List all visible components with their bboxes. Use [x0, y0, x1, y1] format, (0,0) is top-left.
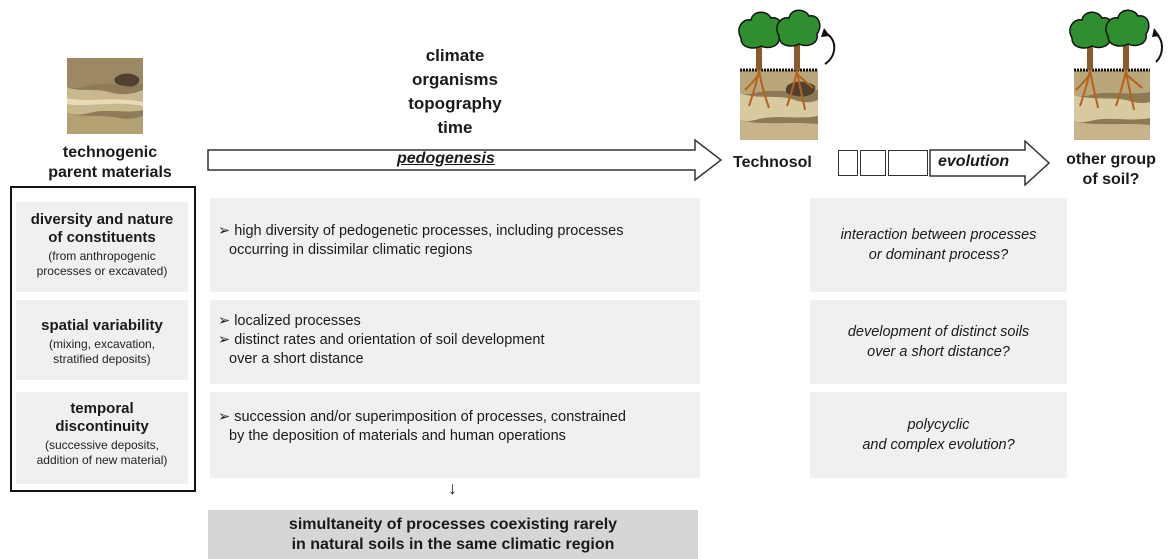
other-soil-group-label: other group of soil?	[1066, 151, 1156, 188]
soil-forming-factors: climate organisms topography time	[360, 44, 550, 140]
evolution-step-box-1	[838, 150, 858, 176]
processes-temporal: ➢ succession and/or superimposition of p…	[210, 392, 700, 478]
factor-topography: topography	[408, 94, 502, 113]
question-temporal: polycyclic and complex evolution?	[810, 392, 1067, 478]
pedogenesis-arrow	[207, 138, 723, 182]
property-temporal-discontinuity: temporal discontinuity (successive depos…	[16, 392, 188, 484]
factor-organisms: organisms	[412, 70, 498, 89]
property-spatial-variability: spatial variability (mixing, excavation,…	[16, 300, 188, 380]
conclusion-box: simultaneity of processes coexisting rar…	[208, 510, 698, 559]
bullet-arrow-icon: ➢	[218, 409, 235, 425]
soil-properties-box	[10, 186, 196, 492]
question-diversity: interaction between processes or dominan…	[810, 198, 1067, 292]
pedogenesis-label: pedogenesis	[397, 150, 495, 167]
down-arrow-icon: ↓	[448, 478, 457, 498]
processes-spatial: ➢ localized processes ➢ distinct rates a…	[210, 300, 700, 384]
property-diversity: diversity and nature of constituents (fr…	[16, 202, 188, 292]
question-spatial: development of distinct soils over a sho…	[810, 300, 1067, 384]
evolution-arrow	[929, 140, 1051, 186]
factor-time: time	[437, 118, 473, 137]
evolution-step-box-2	[860, 150, 886, 176]
factor-climate: climate	[425, 46, 485, 65]
evolution-label: evolution	[938, 153, 1010, 170]
bullet-arrow-icon: ➢	[218, 332, 235, 348]
parent-material-soil-icon	[67, 58, 143, 134]
bullet-arrow-icon: ➢	[218, 223, 235, 239]
technosol-soil-profile-icon	[735, 8, 845, 140]
other-soil-profile-icon	[1068, 8, 1168, 140]
bullet-arrow-icon: ➢	[218, 313, 235, 329]
technosol-label: Technosol	[733, 154, 812, 171]
parent-materials-label: technogenic parent materials	[48, 144, 172, 181]
evolution-step-box-3	[888, 150, 928, 176]
processes-diversity: ➢ high diversity of pedogenetic processe…	[210, 198, 700, 292]
